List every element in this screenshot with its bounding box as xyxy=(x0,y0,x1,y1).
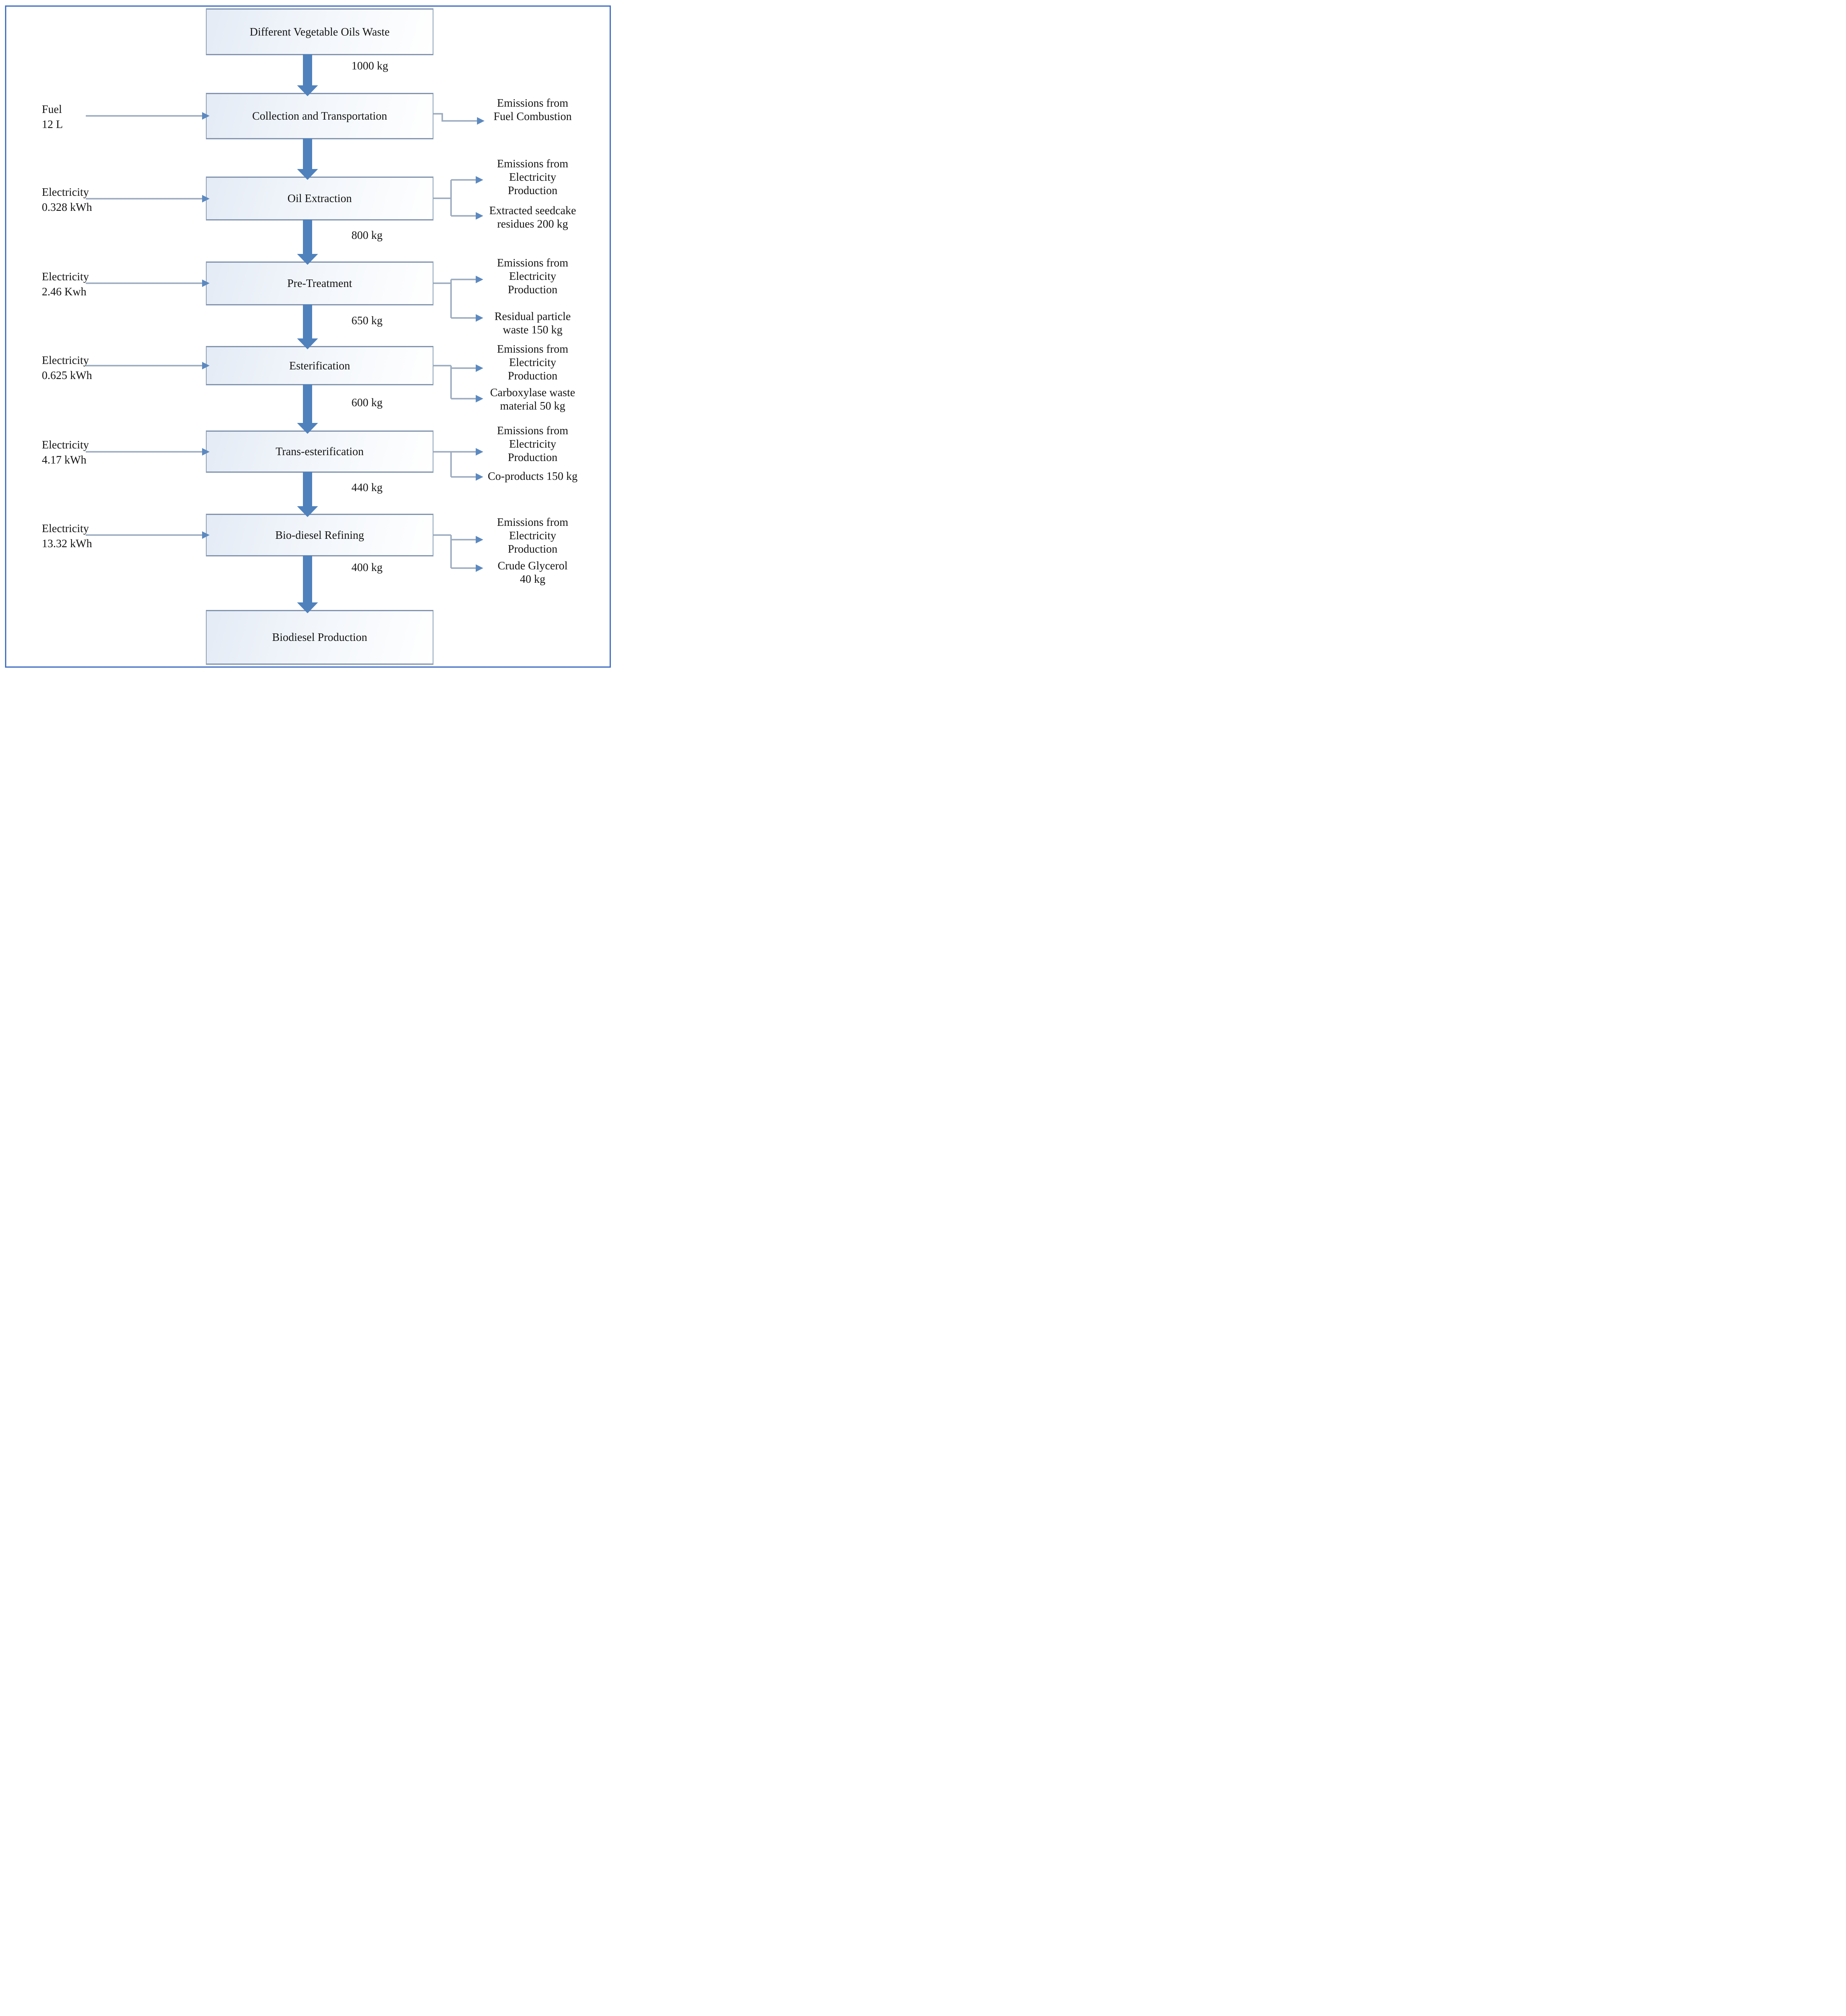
process-box-vegetable-oils-waste: Different Vegetable Oils Waste xyxy=(206,8,433,55)
output-byproduct-carboxylase-waste: Carboxylase waste material 50 kg xyxy=(490,386,575,412)
flow-amount-400kg: 400 kg xyxy=(351,561,383,574)
process-box-biodiesel-production: Biodiesel Production xyxy=(206,610,433,665)
output-emissions-oil-extraction: Emissions from Electricity Production xyxy=(497,157,569,197)
process-box-oil-extraction: Oil Extraction xyxy=(206,177,433,220)
process-box-esterification: Esterification xyxy=(206,346,433,385)
input-electricity-0625: Electricity 0.625 kWh xyxy=(42,354,92,382)
output-emissions-esterification: Emissions from Electricity Production xyxy=(497,343,569,382)
flow-amount-650kg: 650 kg xyxy=(351,314,383,327)
input-electricity-1332: Electricity 13.32 kWh xyxy=(42,522,92,550)
output-emissions-biodiesel-refining: Emissions from Electricity Production xyxy=(497,516,569,555)
flow-amount-800kg: 800 kg xyxy=(351,229,383,241)
output-byproduct-seedcake-residues: Extracted seedcake residues 200 kg xyxy=(489,204,576,230)
process-box-trans-esterification: Trans-esterification xyxy=(206,430,433,473)
flow-amount-600kg: 600 kg xyxy=(351,396,383,409)
process-box-biodiesel-refining: Bio-diesel Refining xyxy=(206,514,433,556)
process-box-label: Different Vegetable Oils Waste xyxy=(249,25,390,38)
input-electricity-417: Electricity 4.17 kWh xyxy=(42,438,89,466)
flow-diagram: Different Vegetable Oils Waste Collectio… xyxy=(0,0,615,672)
output-emissions-trans-esterification: Emissions from Electricity Production xyxy=(497,424,569,464)
process-box-label: Bio-diesel Refining xyxy=(275,528,364,541)
process-box-label: Trans-esterification xyxy=(275,445,364,458)
output-byproduct-co-products: Co-products 150 kg xyxy=(487,470,578,482)
output-emissions-pre-treatment: Emissions from Electricity Production xyxy=(497,256,569,296)
input-electricity-246: Electricity 2.46 Kwh xyxy=(42,270,89,298)
output-byproduct-residual-particle: Residual particle waste 150 kg xyxy=(494,310,571,336)
process-box-label: Pre-Treatment xyxy=(287,277,352,289)
process-box-label: Esterification xyxy=(289,359,350,372)
process-box-label: Biodiesel Production xyxy=(272,631,367,643)
input-electricity-0328: Electricity 0.328 kWh xyxy=(42,186,92,213)
output-byproduct-crude-glycerol: Crude Glycerol 40 kg xyxy=(497,559,568,585)
input-fuel: Fuel 12 L xyxy=(42,103,63,131)
process-box-collection-transportation: Collection and Transportation xyxy=(206,93,433,139)
diagram-border xyxy=(5,5,611,668)
process-box-label: Oil Extraction xyxy=(287,192,352,205)
flow-amount-440kg: 440 kg xyxy=(351,481,383,494)
process-box-label: Collection and Transportation xyxy=(252,110,387,122)
process-box-pre-treatment: Pre-Treatment xyxy=(206,261,433,305)
flow-amount-1000kg: 1000 kg xyxy=(351,59,388,72)
output-emissions-fuel-combustion: Emissions from Fuel Combustion xyxy=(493,97,572,123)
